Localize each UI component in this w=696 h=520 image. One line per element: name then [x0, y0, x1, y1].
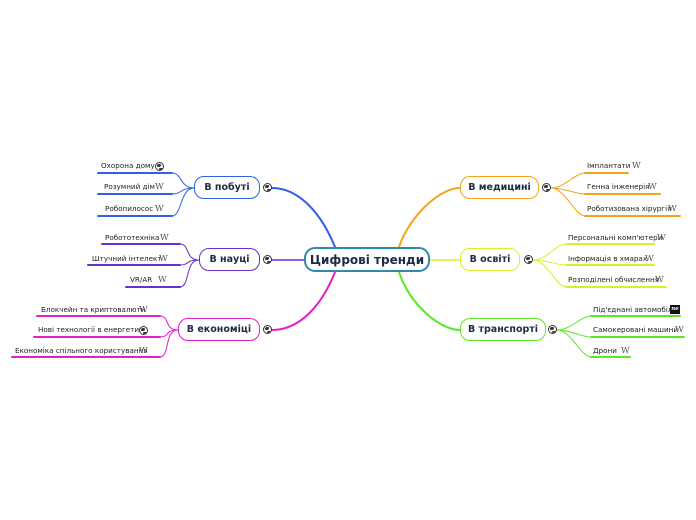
wikipedia-icon[interactable]: W: [632, 161, 641, 171]
connector-leaf: [159, 315, 179, 331]
connector-leaf: [171, 187, 195, 217]
connector-leaf: [556, 315, 592, 331]
wikipedia-icon[interactable]: W: [160, 233, 169, 243]
wikipedia-icon[interactable]: W: [657, 233, 666, 243]
connector-leaf: [550, 172, 586, 189]
leaf-blockchain[interactable]: Блокчейн та криптовалюти: [41, 305, 146, 314]
leaf-personal-computers[interactable]: Персональні комп'ютери: [568, 233, 663, 242]
globe-icon[interactable]: [263, 255, 272, 264]
connector-medicine: [398, 187, 461, 248]
leaf-vr-ar[interactable]: VR/AR: [130, 275, 153, 284]
connector-leaf: [159, 329, 179, 358]
leaf-connected-cars[interactable]: Під'єднані автомобілі: [593, 305, 675, 314]
leaf-artificial-intelligence[interactable]: Штучний інтелект: [92, 254, 162, 263]
branch-transport[interactable]: В транспорті: [460, 318, 546, 341]
wikipedia-icon[interactable]: W: [668, 204, 677, 214]
leaf-self-driving-cars[interactable]: Самокеровані машини: [593, 325, 679, 334]
connector-leaf: [556, 329, 592, 358]
wikipedia-icon[interactable]: W: [158, 275, 167, 285]
wikipedia-icon[interactable]: W: [155, 182, 164, 192]
globe-icon[interactable]: [524, 255, 533, 264]
wikipedia-icon[interactable]: W: [648, 182, 657, 192]
leaf-home-security[interactable]: Охорона дому: [101, 161, 155, 170]
connector-leaf: [171, 172, 195, 189]
connector-leaf: [532, 243, 567, 261]
wikipedia-icon[interactable]: W: [675, 325, 684, 335]
wikipedia-icon[interactable]: W: [645, 254, 654, 264]
leaf-robotic-surgery[interactable]: Роботизована хірургія: [587, 204, 672, 213]
wikipedia-icon[interactable]: W: [621, 346, 630, 356]
leaf-sharing-economy[interactable]: Економіка спільного користування: [15, 346, 148, 355]
leaf-robot-vacuum[interactable]: Робопилосос: [105, 204, 154, 213]
leaf-distributed-computing[interactable]: Розподілені обчислення: [568, 275, 660, 284]
ne-icon[interactable]: ne: [670, 305, 680, 314]
leaf-energy-technologies[interactable]: Нові технології в енергетиці: [38, 325, 146, 334]
wikipedia-icon[interactable]: W: [155, 204, 164, 214]
globe-icon[interactable]: [155, 162, 164, 171]
globe-icon[interactable]: [263, 325, 272, 334]
connector-leaf: [550, 187, 586, 217]
leaf-smart-home[interactable]: Розумний дім: [104, 182, 155, 191]
connector-leaf: [159, 329, 179, 338]
branch-education[interactable]: В освіті: [460, 248, 520, 271]
connector-leaf: [532, 259, 567, 288]
connector-leaf: [179, 259, 200, 288]
wikipedia-icon[interactable]: W: [139, 346, 148, 356]
globe-icon[interactable]: [263, 183, 272, 192]
branch-science[interactable]: В науці: [199, 248, 260, 271]
leaf-genetic-engineering[interactable]: Генна інженерія: [587, 182, 650, 191]
connector-leaf: [179, 243, 200, 261]
wikipedia-icon[interactable]: W: [159, 254, 168, 264]
branch-home[interactable]: В побуті: [194, 176, 260, 199]
connector-transport: [398, 271, 461, 331]
globe-icon[interactable]: [542, 183, 551, 192]
leaf-robotics[interactable]: Робототехніка: [105, 233, 160, 242]
connector-economy: [271, 271, 336, 331]
connector-home: [271, 187, 336, 248]
leaf-implants[interactable]: Імплантати: [587, 161, 631, 170]
central-topic[interactable]: Цифрові тренди: [304, 247, 430, 272]
branch-economy[interactable]: В економіці: [178, 318, 260, 341]
wikipedia-icon[interactable]: W: [139, 305, 148, 315]
leaf-drones[interactable]: Дрони: [593, 346, 617, 355]
globe-icon[interactable]: [139, 326, 148, 335]
globe-icon[interactable]: [548, 325, 557, 334]
wikipedia-icon[interactable]: W: [655, 275, 664, 285]
leaf-cloud-information[interactable]: Інформація в хмарах: [568, 254, 648, 263]
branch-medicine[interactable]: В медицині: [460, 176, 539, 199]
